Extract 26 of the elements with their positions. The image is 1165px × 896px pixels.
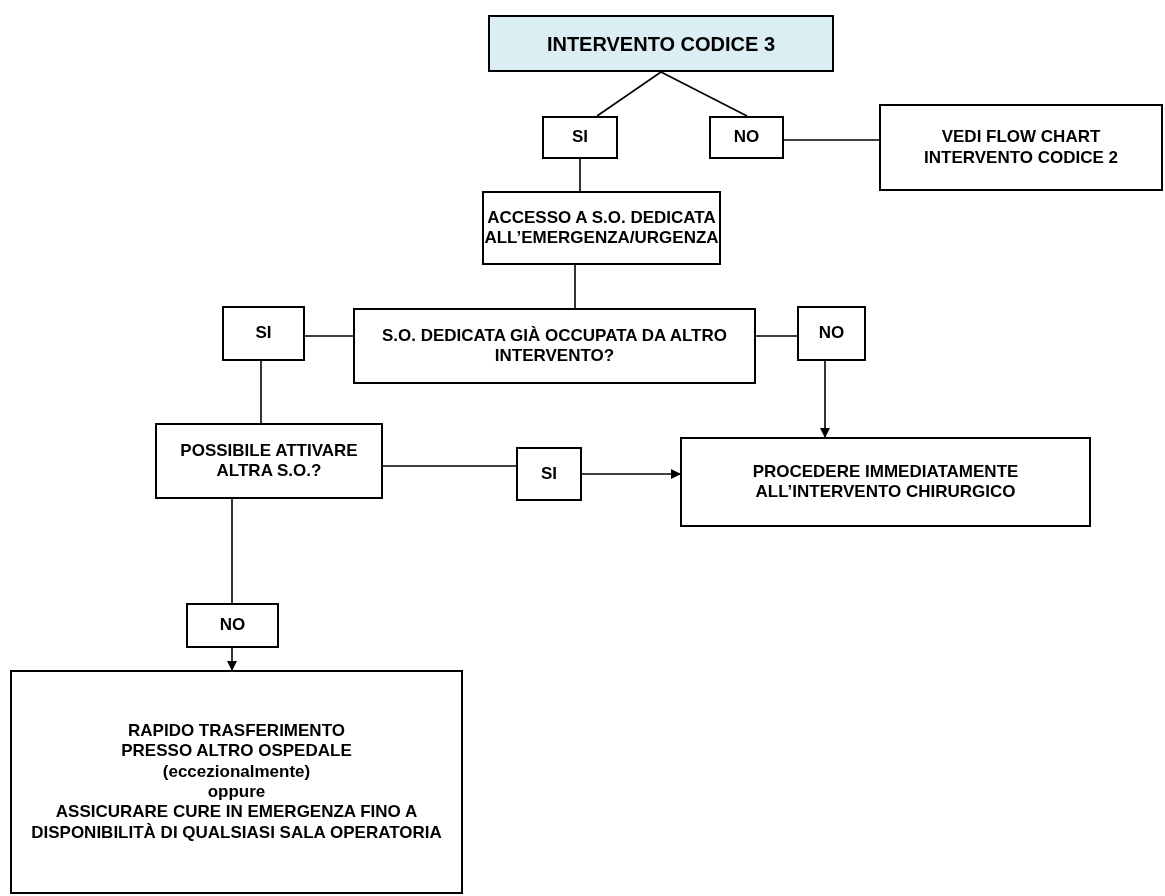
connector-line [574,264,576,309]
answer-box: SI [516,447,582,501]
answer-box: SI [542,116,618,159]
connector-line [304,335,354,337]
arrow [820,360,830,438]
connector-line [755,335,798,337]
outcome-box: RAPIDO TRASFERIMENTO PRESSO ALTRO OSPEDALE (eccezionalmente) oppure ASSICURARE CURE IN EMERGENZA FINO A DISPONIBILITÀ DI QUALSIASI SALA OPERATORIA [10,670,463,894]
answer-box: NO [797,306,866,361]
process-box: PROCEDERE IMMEDIATAMENTE ALL’INTERVENTO CHIRURGICO [680,437,1091,527]
decision-box: POSSIBILE ATTIVARE ALTRA S.O.? [155,423,383,499]
connector-line [260,360,262,424]
connector-line [231,498,233,604]
answer-box: NO [186,603,279,648]
connector-line [783,139,880,141]
connector-line [660,71,748,117]
process-box: ACCESSO A S.O. DEDICATA ALL’EMERGENZA/URGENZA [482,191,721,265]
connector-line [596,71,662,117]
start-box: INTERVENTO CODICE 3 [488,15,834,72]
arrow [227,647,237,671]
arrow [581,469,681,479]
connector-line [382,465,517,467]
process-box: VEDI FLOW CHART INTERVENTO CODICE 2 [879,104,1163,191]
answer-box: SI [222,306,305,361]
connector-line [579,158,581,192]
decision-box: S.O. DEDICATA GIÀ OCCUPATA DA ALTRO INTERVENTO? [353,308,756,384]
answer-box: NO [709,116,784,159]
